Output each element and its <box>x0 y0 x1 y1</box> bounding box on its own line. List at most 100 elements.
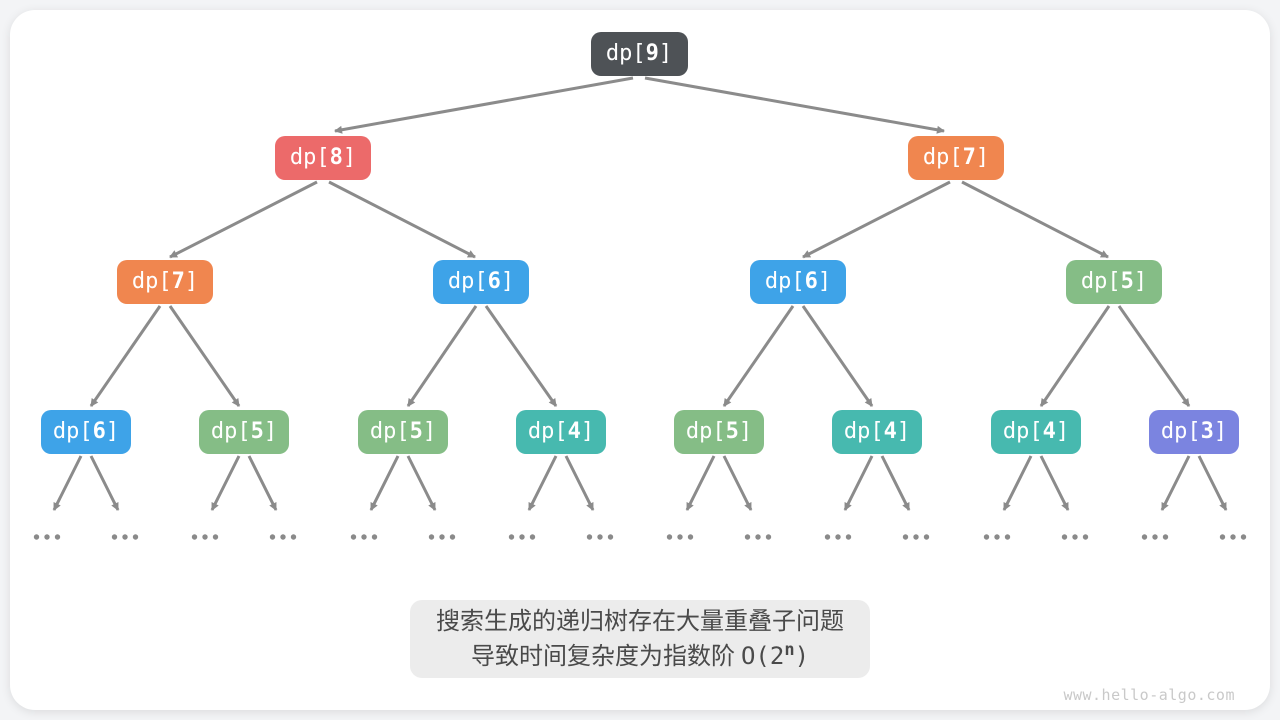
edge-arrow <box>843 455 874 511</box>
ellipsis-dot <box>269 534 276 540</box>
ellipsis-dot <box>607 534 614 540</box>
edge-arrow <box>722 305 795 407</box>
tree-node-dp5: dp[5] <box>674 410 764 454</box>
ellipsis-dot <box>1240 534 1247 540</box>
node-label-suffix: ] <box>580 419 595 444</box>
ellipsis-dot <box>824 534 831 540</box>
edge-arrow <box>880 455 911 511</box>
node-label-suffix: ] <box>342 145 357 170</box>
ellipsis-dot <box>371 534 378 540</box>
edge-arrow <box>1002 455 1033 511</box>
ellipsis-dot <box>765 534 772 540</box>
edge-arrow <box>247 455 278 511</box>
node-label-suffix: ] <box>184 269 199 294</box>
node-label-value: 3 <box>1200 419 1214 444</box>
tree-node-dp7: dp[7] <box>117 260 213 304</box>
edge-arrow <box>369 455 400 511</box>
ellipsis-dot <box>132 534 139 540</box>
ellipsis-dot <box>508 534 515 540</box>
ellipsis-dot <box>519 534 525 540</box>
ellipsis-dot <box>666 534 673 540</box>
ellipsis-dot <box>677 534 683 540</box>
node-label-suffix: ] <box>105 419 120 444</box>
node-label-suffix: ] <box>1055 419 1070 444</box>
node-label-suffix: ] <box>817 269 832 294</box>
tree-node-dp9: dp[9] <box>590 32 688 76</box>
node-label-value: 5 <box>409 419 423 444</box>
ellipsis-dot <box>994 534 1000 540</box>
edge-arrow <box>1039 455 1070 511</box>
caption-line-2-text: 导致时间复杂度为指数阶 <box>470 642 735 670</box>
node-label-value: 5 <box>725 419 739 444</box>
node-label-prefix: dp[ <box>843 419 884 444</box>
ellipsis-dot <box>33 534 40 540</box>
edge-arrow <box>406 455 437 511</box>
watermark: www.hello-algo.com <box>1063 686 1235 704</box>
edge-arrow <box>89 305 162 407</box>
ellipsis-dot <box>1004 534 1011 540</box>
node-label-prefix: dp[ <box>527 419 568 444</box>
node-label-suffix: ] <box>658 41 673 66</box>
ellipsis-dot <box>111 534 118 540</box>
edge-arrow <box>169 180 318 259</box>
edge-arrow <box>484 305 558 407</box>
edge-arrow <box>527 455 558 511</box>
node-label-prefix: dp[ <box>605 41 646 66</box>
node-label-suffix: ] <box>1133 269 1148 294</box>
edge-arrow <box>564 455 595 511</box>
node-label-value: 4 <box>1042 419 1056 444</box>
tree-node-dp6: dp[6] <box>750 260 846 304</box>
ellipsis-dot <box>361 534 367 540</box>
node-label-prefix: dp[ <box>1002 419 1043 444</box>
tree-node-dp5: dp[5] <box>1066 260 1162 304</box>
edge-arrow <box>1197 455 1228 511</box>
node-label-value: 7 <box>171 269 185 294</box>
ellipsis-dot <box>54 534 61 540</box>
node-label-value: 4 <box>883 419 897 444</box>
ellipsis-dot <box>280 534 286 540</box>
node-label-suffix: ] <box>1213 419 1228 444</box>
node-label-value: 4 <box>567 419 581 444</box>
tree-node-dp7: dp[7] <box>908 136 1004 180</box>
node-label-value: 6 <box>487 269 501 294</box>
ellipsis-dot <box>835 534 841 540</box>
tree-node-dp3: dp[3] <box>1149 410 1239 454</box>
ellipsis-dot <box>122 534 128 540</box>
ellipsis-dot <box>586 534 593 540</box>
node-label-prefix: dp[ <box>922 145 963 170</box>
ellipsis-dot <box>1072 534 1078 540</box>
tree-node-dp6: dp[6] <box>41 410 131 454</box>
tree-node-dp5: dp[5] <box>358 410 448 454</box>
node-label-value: 5 <box>1120 269 1134 294</box>
tree-node-dp5: dp[5] <box>199 410 289 454</box>
ellipsis-dot <box>449 534 456 540</box>
edge-arrow <box>722 455 753 511</box>
tree-node-dp6: dp[6] <box>433 260 529 304</box>
ellipsis-dot <box>687 534 694 540</box>
edge-arrow <box>52 455 83 511</box>
node-label-suffix: ] <box>738 419 753 444</box>
complexity-formula: O(2n) <box>740 639 810 670</box>
node-label-value: 6 <box>92 419 106 444</box>
node-label-value: 9 <box>645 41 659 66</box>
caption-line-1: 搜索生成的递归树存在大量重叠子问题 <box>436 607 844 635</box>
node-label-suffix: ] <box>500 269 515 294</box>
tree-node-dp4: dp[4] <box>516 410 606 454</box>
edge-arrow <box>334 76 634 134</box>
tree-node-dp4: dp[4] <box>991 410 1081 454</box>
ellipsis-dot <box>983 534 990 540</box>
node-label-prefix: dp[ <box>685 419 726 444</box>
edge-arrow <box>89 455 120 511</box>
edge-arrow <box>1160 455 1191 511</box>
ellipsis-dot <box>529 534 536 540</box>
ellipsis-dot <box>923 534 930 540</box>
node-label-prefix: dp[ <box>447 269 488 294</box>
node-label-suffix: ] <box>975 145 990 170</box>
node-label-prefix: dp[ <box>131 269 172 294</box>
ellipsis-dot <box>44 534 50 540</box>
node-label-prefix: dp[ <box>289 145 330 170</box>
edge-arrow <box>644 76 945 134</box>
formula-exponent: n <box>784 639 795 660</box>
edge-arrow <box>328 180 476 259</box>
